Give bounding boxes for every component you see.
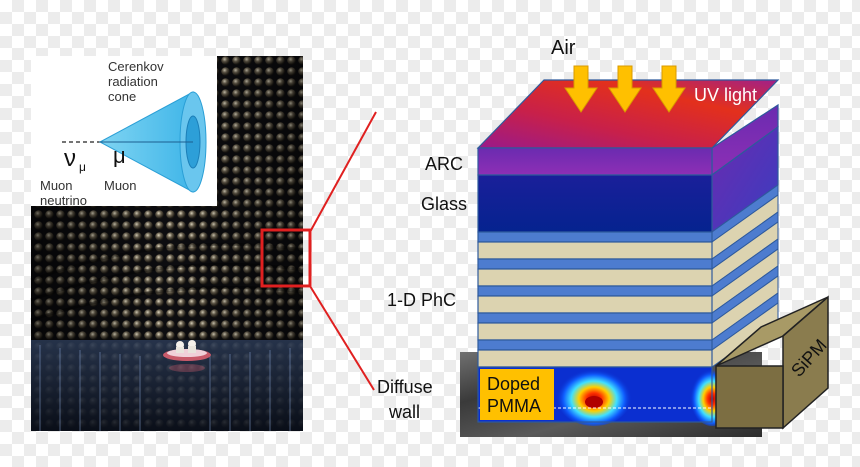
cerenkov-inset: Cerenkov radiation cone ν μ μ Muon neutr… [31, 56, 217, 208]
callout-line-top [309, 111, 377, 233]
glass-label: Glass [421, 194, 467, 214]
pmma-label-line2: PMMA [487, 396, 541, 416]
mu-symbol: μ [113, 143, 126, 168]
layer-stack: Doped PMMA SiPM [460, 65, 831, 437]
cone-label-line2: radiation [108, 74, 158, 89]
uv-arrow-icon [564, 65, 598, 113]
boat-figure [163, 340, 211, 372]
uv-arrows [564, 65, 686, 113]
nu-symbol: ν [64, 145, 76, 172]
muon-neutrino-label-line1: Muon [40, 178, 73, 193]
callout-line-bottom [309, 285, 375, 391]
uv-arrow-icon [652, 65, 686, 113]
uv-light-label: UV light [694, 85, 757, 105]
pmma-label-line1: Doped [487, 374, 540, 394]
cone-label-line3: cone [108, 89, 136, 104]
nu-subscript: μ [79, 160, 86, 174]
uv-arrow-icon [608, 65, 642, 113]
air-label: Air [551, 37, 576, 59]
arc-label: ARC [425, 154, 463, 174]
highlight-box [260, 228, 312, 288]
diffuse-wall-label-line2: wall [388, 402, 420, 422]
sipm-block: SiPM [715, 295, 831, 430]
glass-layer [477, 174, 713, 233]
muon-label: Muon [104, 178, 137, 193]
arc-layer [477, 147, 713, 176]
pmma-layer: Doped PMMA [477, 366, 734, 426]
phc-layer [477, 231, 713, 368]
pmma-label-box [480, 369, 554, 420]
cone-label-line1: Cerenkov [108, 59, 164, 74]
diffuse-wall-label-line1: Diffuse [377, 377, 433, 397]
muon-neutrino-label-line2: neutrino [40, 193, 87, 208]
phc-label: 1-D PhC [387, 290, 456, 310]
